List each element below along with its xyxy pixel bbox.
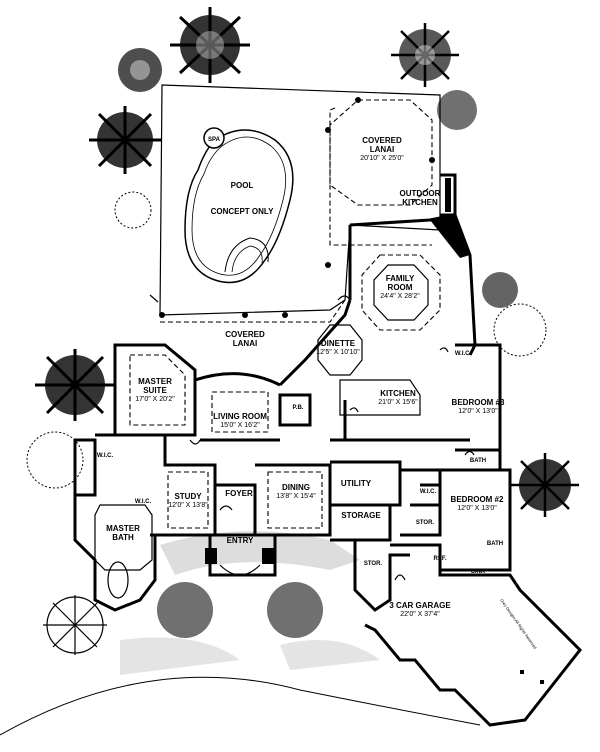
spa [203,127,225,149]
copyright-note: Grey Designs All Rights Reserved [499,598,538,650]
study-dim: 12'0" X 13'8" [168,502,208,509]
kitchen-label: KITCHEN [380,389,416,398]
wic-study-label: W.I.C. [135,499,152,505]
refrigerator-label: REF. [433,556,446,562]
family-room-dim: 24'4" X 28'2" [380,293,420,300]
wic-bedroom2-label: W.I.C. [420,489,437,495]
bath-bedroom3-label: BATH [470,458,486,464]
family-room-label2: ROOM [388,283,413,292]
wic-bedroom3-label: W.I.C. [455,351,472,357]
foyer-label: FOYER [225,489,253,498]
bedroom3-label: BEDROOM #3 [452,398,505,407]
powder-bath-label: P.B. [293,405,304,411]
ground-planting-bed [280,640,380,670]
covered-lanai-bottom: COVERED LANAI [160,299,346,348]
shrub-icon [482,272,518,308]
bedroom2-label: BEDROOM #2 [451,495,504,504]
pool: SPA POOL CONCEPT ONLY [184,127,294,284]
covered-lanai-top-dim: 20'10" X 25'0" [360,155,404,162]
sink-label: SINK [471,569,486,575]
living-room-label: LIVING ROOM [213,412,267,421]
garage-dim: 22'0" X 37'4" [400,611,440,618]
stor-garage-label: STOR. [364,561,383,567]
palm-tree-icon [35,349,115,421]
utility-label: UTILITY [341,479,372,488]
driveway-curve [0,676,481,736]
kitchen-dim: 21'0" X 15'6" [378,399,418,406]
ground-planting-bed [160,531,360,575]
master-bath-label: MASTER [106,524,140,533]
shrub-icon [267,582,323,638]
landscaping [0,7,579,736]
bedroom2-dim: 12'0" X 13'0" [457,505,497,512]
shrub-icon [157,582,213,638]
covered-lanai-bottom-label: COVERED [225,330,265,339]
fireplace-label: FP [458,238,465,244]
living-room-dim: 15'0" X 16'2" [220,422,260,429]
spa-label: SPA [208,137,221,143]
dinette-dim: 12'5" X 10'10" [316,349,360,356]
ground-planting-bed [120,637,240,675]
house-walls [73,173,583,727]
master-bath-label2: BATH [112,533,134,542]
garage-label: 3 CAR GARAGE [389,601,451,610]
outdoor-kitchen-label: OUTDOOR [400,189,441,198]
family-room-label: FAMILY [386,274,415,283]
dining-label: DINING [282,483,310,492]
room-labels: OUTDOOR KITCHEN FP FAMILY ROOM 24'4" X 2… [97,189,538,650]
shrub-icon [26,431,84,489]
storage-label: STORAGE [341,511,381,520]
palm-tree-icon [170,7,250,83]
palm-tree-icon [89,106,161,174]
covered-lanai-bottom-label2: LANAI [233,339,257,348]
ceiling-details [94,254,441,599]
palm-tree-icon [391,23,459,87]
covered-lanai-top-label2: LANAI [370,145,394,154]
outdoor-kitchen-label2: KITCHEN [402,198,438,207]
entry-label: ENTRY [227,536,254,545]
master-suite-label2: SUITE [143,386,167,395]
pool-enclosure: SPA POOL CONCEPT ONLY COVERED LANAI 20'1… [159,84,441,348]
pool-note: CONCEPT ONLY [211,207,274,216]
study-label: STUDY [174,492,202,501]
dinette-label: DINETTE [321,339,356,348]
shrub-icon [118,48,162,92]
stor-mid-label: STOR. [416,520,435,526]
palm-tree-icon [511,453,579,517]
bedroom3-dim: 12'0" X 13'0" [458,408,498,415]
shrub-icon [114,191,152,229]
shrub-icon [493,303,547,357]
dining-dim: 13'8" X 15'4" [276,493,316,500]
master-suite-label: MASTER [138,377,172,386]
wic-master-label: W.I.C. [97,453,114,459]
master-suite-dim: 17'0" X 20'2" [135,396,175,403]
door-swings [149,294,475,581]
palm-tree-icon [43,595,107,655]
covered-lanai-top-label: COVERED [362,136,402,145]
bath-bedroom2-label: BATH [487,541,503,547]
pool-label: POOL [231,181,254,190]
covered-lanai-top: COVERED LANAI 20'10" X 25'0" [329,99,433,246]
shrub-icon [437,90,477,130]
deck-columns [159,97,435,318]
